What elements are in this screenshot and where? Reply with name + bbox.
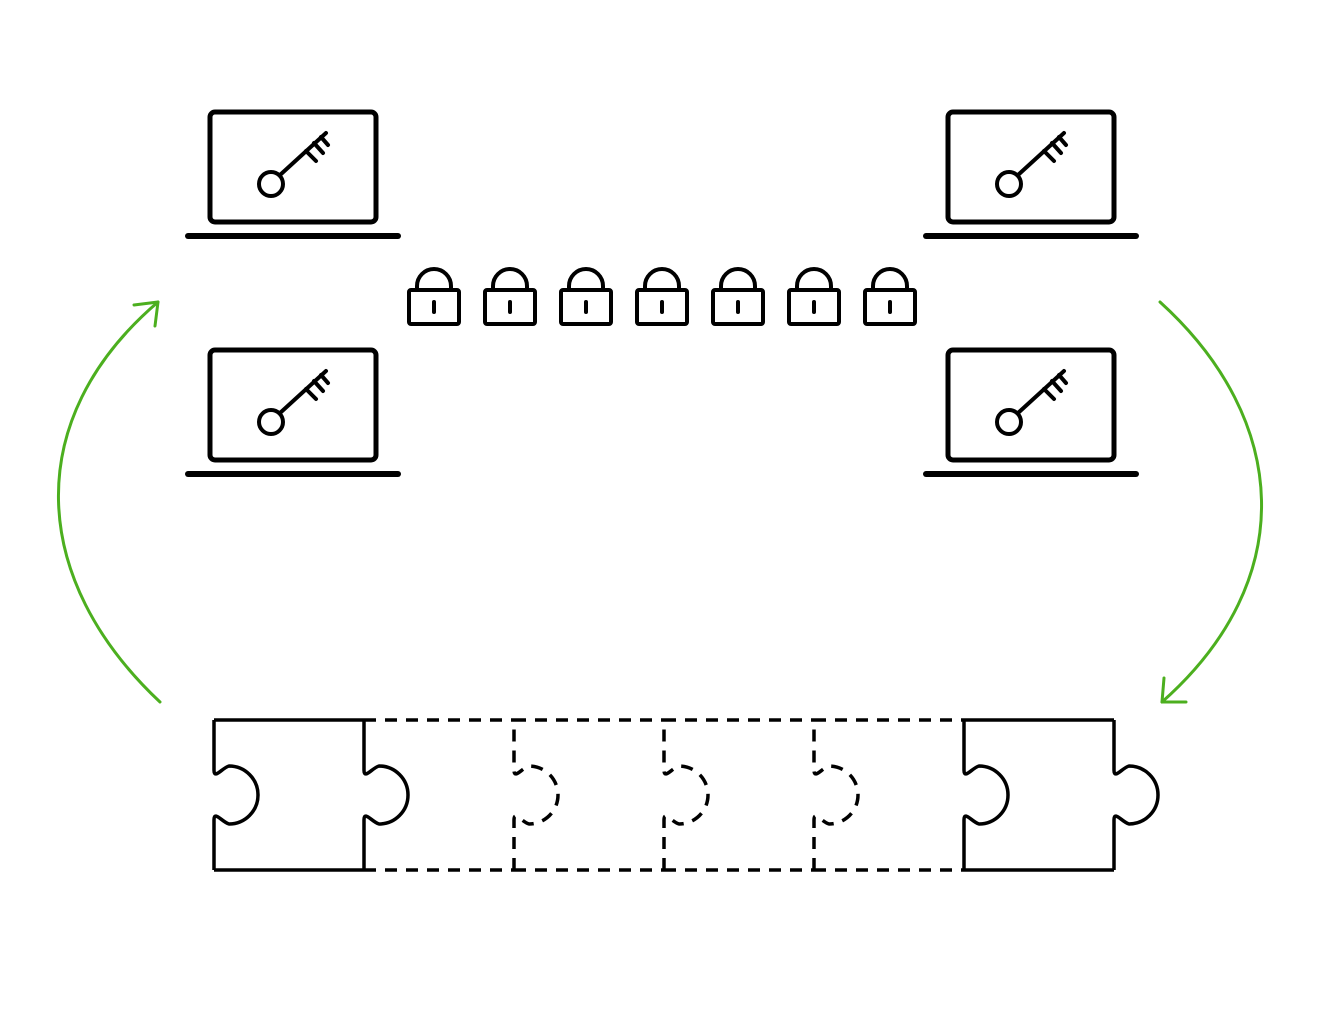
laptop-icon — [185, 347, 401, 477]
laptop-icon — [185, 109, 401, 239]
padlock-icon — [559, 267, 613, 326]
key-icon — [257, 131, 330, 198]
puzzle-chain — [212, 718, 1160, 872]
padlock-icon — [787, 267, 841, 326]
laptop-icon — [923, 347, 1139, 477]
puzzle-piece-icon-2 — [364, 718, 514, 872]
padlock-icon — [483, 267, 537, 326]
padlock-icon — [635, 267, 689, 326]
arrow-left-up — [56, 300, 162, 704]
arrow-right-down — [1158, 300, 1264, 704]
laptop-bottom-right — [923, 347, 1139, 477]
puzzle-piece-icon-3 — [512, 718, 664, 872]
padlock-icon — [863, 267, 917, 326]
laptop-bottom-left — [185, 347, 401, 477]
laptops-group — [185, 109, 1139, 477]
puzzle-piece-icon-6 — [962, 718, 1160, 872]
laptop-top-left — [185, 109, 401, 239]
key-icon — [995, 131, 1068, 198]
laptop-top-right — [923, 109, 1139, 239]
puzzle-piece-icon-1 — [212, 718, 410, 872]
key-icon — [995, 369, 1068, 436]
padlocks-row — [407, 267, 917, 326]
puzzle-piece-icon-5 — [812, 718, 964, 872]
key-icon — [257, 369, 330, 436]
puzzle-piece-icon-4 — [662, 718, 814, 872]
laptop-icon — [923, 109, 1139, 239]
padlock-icon — [711, 267, 765, 326]
arrows-group — [56, 300, 1264, 704]
padlock-icon — [407, 267, 461, 326]
